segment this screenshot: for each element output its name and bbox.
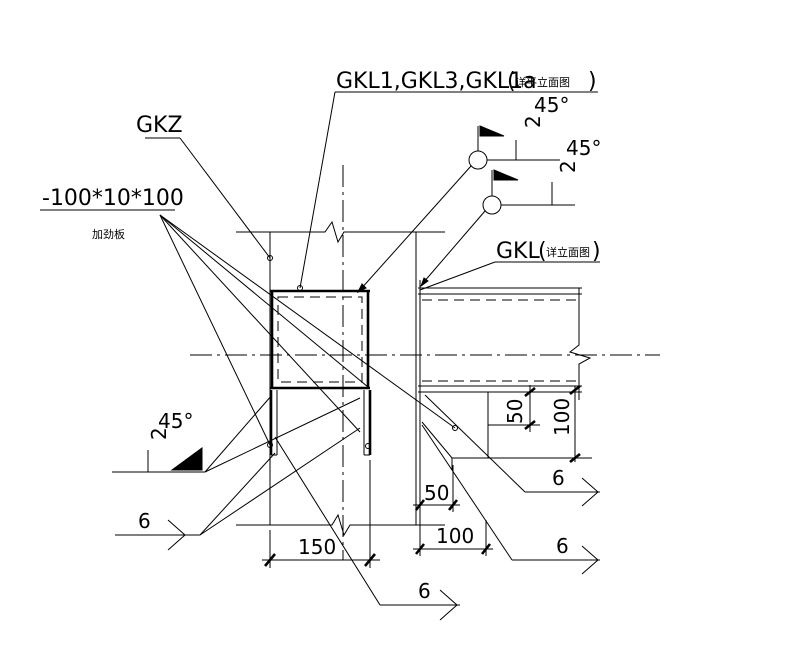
dimension-150: 150 [262,460,380,568]
weld-top2-number: 2 [556,160,580,173]
dimension-100-vertical: 100 [550,384,581,464]
fillet-weld-right-upper: 6 [424,394,600,507]
fillet-weld-left: 6 [115,427,361,551]
label-plate-note: 加劲板 [92,227,125,241]
label-gkl-note: 详立面图 [546,245,590,259]
leader-gkl: GKL ( 详立面图 ) [419,239,601,291]
beam-section-box [269,289,372,456]
fillet-weld-right-lower: 6 [421,424,600,575]
weld-symbol-top-2: 2 45° [419,136,601,288]
svg-text:): ) [592,239,601,264]
svg-text:(: ( [507,69,516,94]
label-gkl-group: GKL1,GKL3,GKL1a [336,69,537,94]
dim-50-horiz-text: 50 [424,481,449,505]
label-plate-size: -100*10*100 [42,186,184,211]
weld-left-angle: 45° [158,409,193,433]
dimension-50-vertical: 50 [488,385,540,432]
svg-text:(: ( [538,239,547,264]
fillet-bottom-value: 6 [418,579,431,603]
dimension-50-horizontal: 50 [413,465,460,556]
label-gkl: GKL [496,239,540,264]
weld-top1-number: 2 [521,115,545,128]
label-gkz: GKZ [136,113,183,138]
dim-50-vert-text: 50 [503,399,527,424]
leader-gkl-group: GKL1,GKL3,GKL1a ( 详平立面图 ) [297,69,598,291]
column-gkz [236,220,445,537]
weld-symbol-top-1: 2 45° [356,93,569,294]
dim-150-text: 150 [298,535,336,559]
fillet-right-upper-value: 6 [552,466,565,490]
fillet-right-lower-value: 6 [556,534,569,558]
weld-symbol-left: 2 45° [112,394,361,473]
dim-100-horiz-text: 100 [436,524,474,548]
leader-gkz: GKZ [136,113,273,261]
label-gkl-group-note: 详平立面图 [515,75,570,89]
leader-stiffener-plate: -100*10*100 加劲板 [40,186,458,449]
weld-top2-angle: 45° [566,136,601,160]
dim-100-vert-text: 100 [550,398,574,436]
dimension-100-horizontal: 100 [413,520,493,556]
svg-text:): ) [588,69,597,94]
fillet-weld-bottom: 6 [274,436,460,621]
fillet-left-value: 6 [138,509,151,533]
weld-left-number: 2 [147,427,171,440]
weld-top1-angle: 45° [534,93,569,117]
